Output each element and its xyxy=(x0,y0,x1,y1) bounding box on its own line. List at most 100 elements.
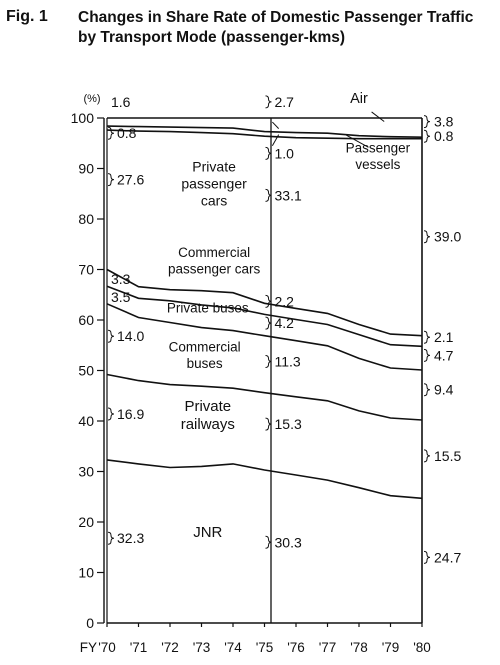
boundary-jnr xyxy=(106,459,423,500)
leader-passenger-vessels xyxy=(346,134,369,148)
figure-label: Fig. 1 xyxy=(6,8,48,25)
value-brace xyxy=(423,115,431,129)
value-brace xyxy=(107,173,115,187)
x-tick-label: '71 xyxy=(130,640,148,655)
value-label-commercial-buses-1980: 9.4 xyxy=(434,382,454,398)
figure-title-line-1: Changes in Share Rate of Domestic Passen… xyxy=(78,9,474,26)
boundary-private-passenger-cars xyxy=(106,129,422,140)
series-label-private-railways: Private xyxy=(184,398,231,415)
series-label-private-buses: Private buses xyxy=(167,300,249,315)
value-label-commercial-buses-1975: 11.3 xyxy=(275,353,301,369)
value-label-private-passenger-cars-1970: 27.6 xyxy=(117,172,144,188)
value-brace xyxy=(265,316,272,330)
series-label-air: Air xyxy=(350,91,368,107)
tick-labels: 0102030405060708090100(%)'70'71'72'73'74… xyxy=(71,93,431,655)
boundary-private-railways xyxy=(106,373,423,421)
leader-air-1975 xyxy=(272,121,280,129)
series-label-commercial-passenger-cars: Commercial xyxy=(178,245,250,260)
value-label-commercial-passenger-cars-1975: 2.2 xyxy=(275,293,295,309)
x-tick-label: '75 xyxy=(256,640,274,655)
value-brace xyxy=(423,449,431,463)
value-label-passenger-vessels-1970: 0.8 xyxy=(117,125,137,141)
series-label-private-passenger-cars: passenger xyxy=(181,176,247,192)
y-tick-label: 80 xyxy=(78,211,94,227)
y-tick-label: 20 xyxy=(78,514,94,530)
boundary-commercial-buses xyxy=(106,303,423,371)
figure-title: Changes in Share Rate of Domestic Passen… xyxy=(78,8,473,48)
value-label-private-railways-1980: 15.5 xyxy=(434,448,461,464)
x-tick-label: '74 xyxy=(224,640,242,655)
series-label-commercial-buses: buses xyxy=(187,356,223,371)
axes xyxy=(97,117,423,627)
series-label-private-passenger-cars: cars xyxy=(201,193,227,209)
y-tick-label: 30 xyxy=(78,464,94,480)
value-brace xyxy=(423,550,431,564)
value-label-private-buses-1980: 4.7 xyxy=(434,347,454,363)
y-tick-label: 40 xyxy=(78,413,94,429)
series-label-private-railways: railways xyxy=(181,416,235,433)
value-label-jnr-1975: 30.3 xyxy=(275,534,302,550)
series-labels: JNRPrivaterailwaysCommercialbusesPrivate… xyxy=(167,91,411,541)
value-brace xyxy=(107,329,115,343)
boundary-lines xyxy=(106,117,423,500)
x-tick-label: '78 xyxy=(350,640,368,655)
value-label-private-railways-1970: 16.9 xyxy=(117,406,144,422)
x-tick-label: '70 xyxy=(98,640,116,655)
series-label-private-passenger-cars: Private xyxy=(192,159,236,175)
value-label-passenger-vessels-1975: 1.0 xyxy=(275,145,295,161)
y-tick-label: 90 xyxy=(78,161,94,177)
value-label-private-passenger-cars-1975: 33.1 xyxy=(275,187,302,203)
boundary-passenger-vessels xyxy=(106,125,423,138)
leader-vessels-1975 xyxy=(271,134,280,147)
y-tick-label: 100 xyxy=(71,110,95,126)
value-brace xyxy=(265,535,272,549)
x-axis-label: FY xyxy=(80,640,97,655)
leader-air xyxy=(371,111,385,122)
y-tick-label: 10 xyxy=(78,565,94,581)
boundary-private-buses xyxy=(106,285,423,348)
value-brace xyxy=(265,188,272,202)
series-label-passenger-vessels: Passenger xyxy=(346,140,411,155)
x-tick-label: '79 xyxy=(382,640,400,655)
figure-title-line-2: by Transport Mode (passenger-kms) xyxy=(78,29,346,46)
value-label-commercial-buses-1970: 14.0 xyxy=(117,328,144,344)
y-tick-label: 0 xyxy=(86,615,94,631)
value-brace xyxy=(265,95,272,109)
value-brace xyxy=(107,126,115,140)
series-label-commercial-buses: Commercial xyxy=(169,339,241,354)
value-brace xyxy=(107,407,115,421)
value-label-jnr-1970: 32.3 xyxy=(117,530,144,546)
x-tick-label: '76 xyxy=(287,640,305,655)
value-brace xyxy=(423,129,431,143)
value-label-air-1970: 1.6 xyxy=(111,94,131,110)
value-brace xyxy=(423,348,431,362)
y-tick-label: 50 xyxy=(78,363,94,379)
value-label-private-buses-1975: 4.2 xyxy=(275,315,295,331)
value-brace xyxy=(423,383,431,397)
x-tick-label: '80 xyxy=(413,640,431,655)
value-brace xyxy=(265,146,272,160)
boundary-commercial-passenger-cars xyxy=(106,268,423,337)
value-brace xyxy=(265,417,272,431)
value-label-passenger-vessels-1980: 0.8 xyxy=(434,128,454,144)
y-tick-label: 70 xyxy=(78,262,94,278)
value-label-private-railways-1975: 15.3 xyxy=(275,416,302,432)
value-label-commercial-passenger-cars-1980: 2.1 xyxy=(434,329,454,345)
value-label-air-1975: 2.7 xyxy=(275,94,295,110)
series-label-passenger-vessels: vessels xyxy=(355,157,400,172)
value-brace xyxy=(423,230,431,244)
value-label-commercial-passenger-cars-1970: 3.3 xyxy=(111,271,131,287)
value-brace xyxy=(265,354,272,368)
value-brace xyxy=(423,330,431,344)
series-label-jnr: JNR xyxy=(193,524,222,541)
series-label-commercial-passenger-cars: passenger cars xyxy=(168,261,261,276)
value-brace xyxy=(265,294,272,308)
y-tick-label: 60 xyxy=(78,312,94,328)
value-brace xyxy=(107,531,115,545)
y-axis-unit: (%) xyxy=(83,93,100,105)
value-label-air-1980: 3.8 xyxy=(434,114,454,130)
x-tick-label: '73 xyxy=(193,640,211,655)
x-tick-label: '77 xyxy=(319,640,337,655)
